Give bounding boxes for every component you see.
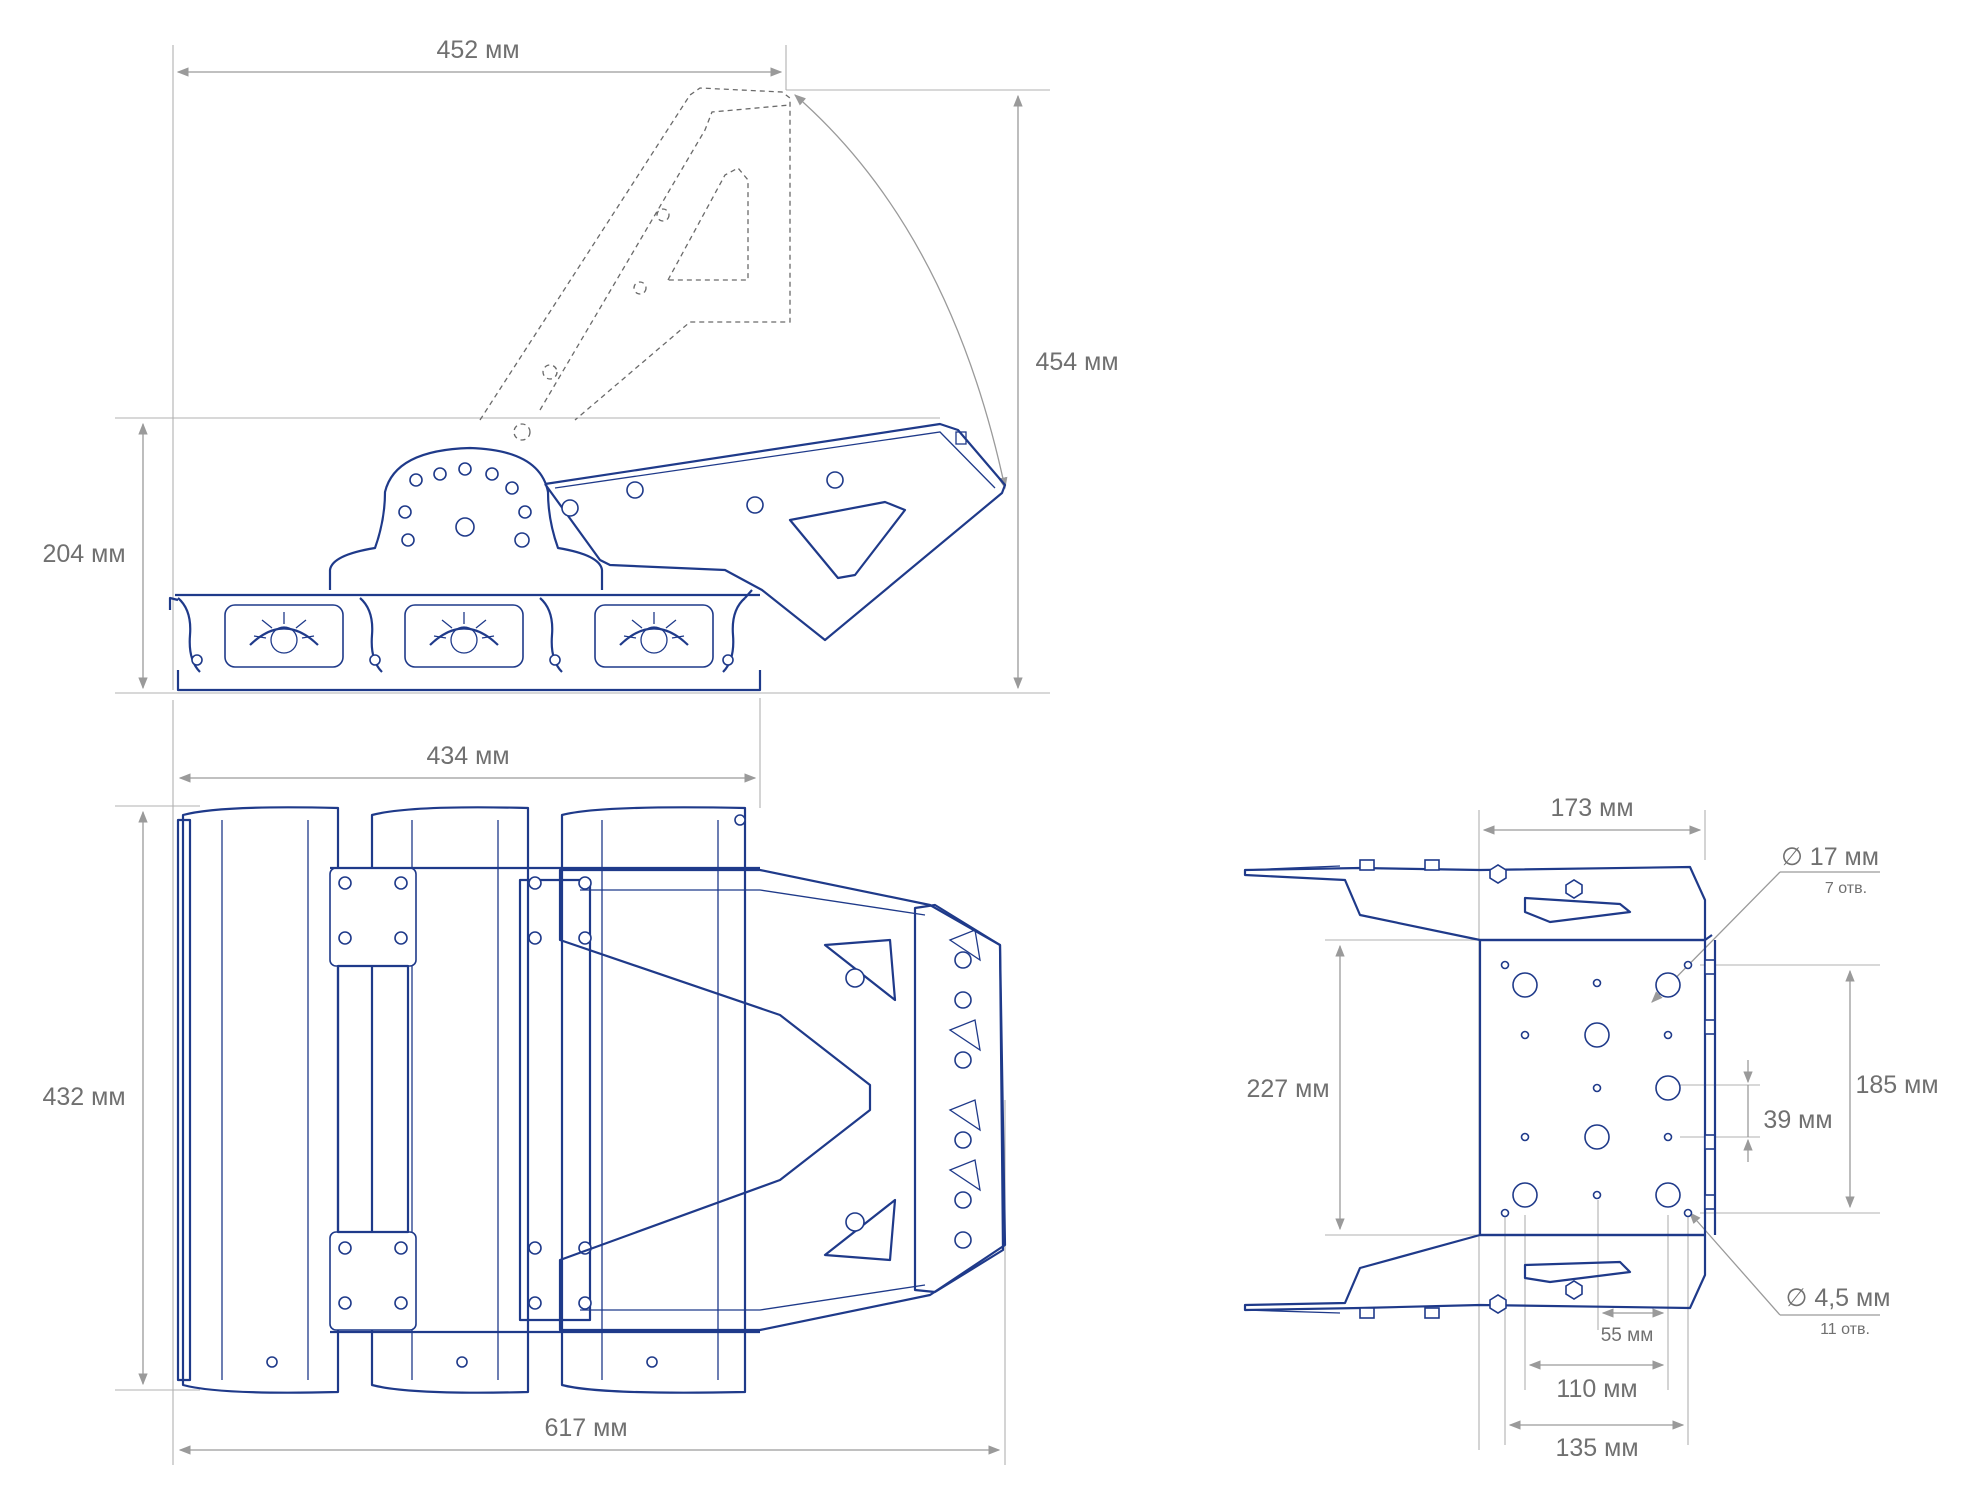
dim-432-label: 432 мм: [42, 1083, 125, 1111]
dim-185-label: 185 мм: [1855, 1071, 1938, 1099]
luminaire-bodies-top: [176, 806, 747, 1394]
dim-173: 173 мм: [1482, 794, 1702, 835]
dim-55-label: 55 мм: [1601, 1325, 1654, 1346]
dim-204-label: 204 мм: [42, 540, 125, 568]
dim-135: 135 мм: [1508, 1420, 1685, 1462]
dim-204: 204 мм: [42, 422, 148, 690]
dim-135-label: 135 мм: [1555, 1434, 1638, 1462]
callout-4-5: ∅ 4,5 мм 11 отв.: [1689, 1212, 1891, 1338]
dim-452-label: 452 мм: [436, 36, 519, 64]
dim-173-label: 173 мм: [1550, 794, 1633, 822]
module-2: [404, 604, 524, 668]
tilted-bracket: [544, 422, 1007, 642]
rail-plates: [329, 866, 760, 1334]
dim-227-label: 227 мм: [1246, 1075, 1329, 1103]
dim-454-label: 454 мм: [1035, 348, 1118, 376]
bracket-body: [1243, 859, 1717, 1319]
dim-227: 227 мм: [1246, 944, 1345, 1231]
ghost-bracket: [479, 87, 791, 441]
dim-55: 55 мм: [1601, 1308, 1665, 1346]
bracket-view: 173 мм 227 мм 185 мм 39 мм 55 мм 110 мм: [1243, 794, 1939, 1462]
rotation-arc: [794, 94, 1008, 490]
dim-185: 185 мм: [1845, 969, 1939, 1209]
dim-434: 434 мм: [178, 742, 757, 783]
dim-617: 617 мм: [178, 1414, 1001, 1455]
dim-39-label: 39 мм: [1763, 1106, 1832, 1134]
dim-39: 39 мм: [1743, 1060, 1833, 1162]
dim-432: 432 мм: [42, 810, 148, 1386]
module-3: [594, 604, 714, 668]
hole-small-label: ∅ 4,5 мм: [1786, 1284, 1891, 1312]
hole-large-count: 7 отв.: [1825, 880, 1867, 897]
top-view: 434 мм 432 мм 617 мм: [42, 698, 1007, 1465]
side-view: 452 мм 204 мм 454 мм: [42, 36, 1119, 694]
callout-17: ∅ 17 мм 7 отв.: [1651, 843, 1880, 1003]
hole-small-count: 11 отв.: [1820, 1321, 1870, 1338]
dim-617-label: 617 мм: [544, 1414, 627, 1442]
dim-454: 454 мм: [1013, 94, 1119, 690]
module-1: [224, 604, 344, 668]
hinge-plate: [328, 446, 604, 590]
dim-110: 110 мм: [1528, 1360, 1665, 1403]
dim-110-label: 110 мм: [1556, 1375, 1637, 1403]
dim-434-label: 434 мм: [426, 742, 509, 770]
luminaire-modules-side: [168, 589, 762, 692]
hole-large-label: ∅ 17 мм: [1781, 843, 1879, 871]
dim-452: 452 мм: [176, 36, 783, 77]
yoke-bracket: [558, 868, 1007, 1332]
